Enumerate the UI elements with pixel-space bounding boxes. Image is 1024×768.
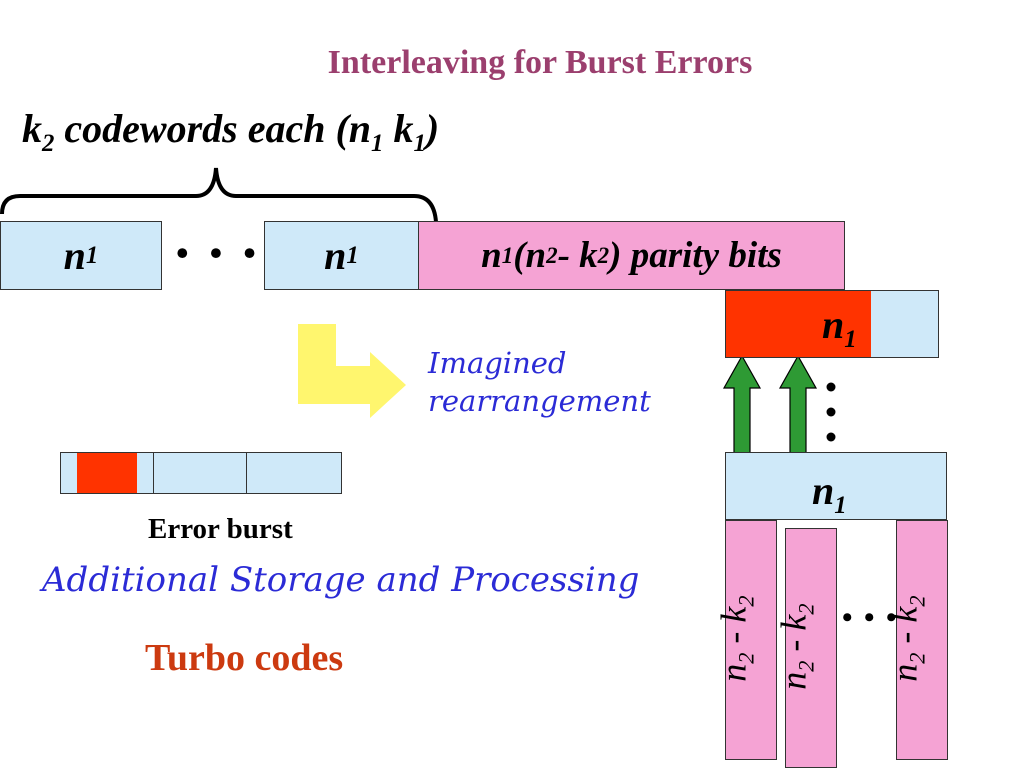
strip-divider xyxy=(154,453,247,493)
error-burst-strip xyxy=(60,452,342,494)
parity-column-2 xyxy=(785,528,837,768)
horizontal-ellipsis: • • • xyxy=(176,233,262,273)
codewords-heading: k2 codewords each (n1 k1) xyxy=(22,105,439,158)
error-burst-label: Error burst xyxy=(148,513,293,545)
heading-end: ) xyxy=(425,106,440,151)
heading-k-sub: 2 xyxy=(42,130,55,157)
strip-divider xyxy=(61,453,154,493)
vertical-dot xyxy=(826,432,836,442)
vertical-dot xyxy=(826,382,836,392)
heading-mid: k xyxy=(383,106,414,151)
row-label: n1 xyxy=(812,468,847,519)
imagined-rearrangement-label: Imagined rearrangement xyxy=(428,346,651,418)
parity-column-1 xyxy=(725,520,777,760)
turbo-codes-label: Turbo codes xyxy=(145,637,344,679)
curly-brace xyxy=(0,167,438,223)
additional-storage-label: Additional Storage and Processing xyxy=(42,560,640,600)
column-label-2: n2 - k2 xyxy=(773,603,819,690)
column-label-1: n2 - k2 xyxy=(713,595,759,682)
vertical-dot xyxy=(826,407,836,417)
heading-k: k xyxy=(22,106,42,151)
error-segment xyxy=(726,291,871,357)
page-title: Interleaving for Burst Errors xyxy=(327,44,753,81)
heading-n-sub: 1 xyxy=(371,130,384,157)
rearrangement-arrow xyxy=(298,324,406,418)
burst-segment xyxy=(77,453,137,493)
rearranged-row-bottom: n1 xyxy=(725,452,947,520)
row-label: n1 xyxy=(822,302,857,353)
heading-k1-sub: 1 xyxy=(413,130,426,157)
heading-text: codewords each (n xyxy=(54,106,372,151)
rearranged-row-top: n1 xyxy=(725,290,939,358)
column-ellipsis: • • • xyxy=(842,601,899,634)
parity-column-3 xyxy=(896,520,948,760)
